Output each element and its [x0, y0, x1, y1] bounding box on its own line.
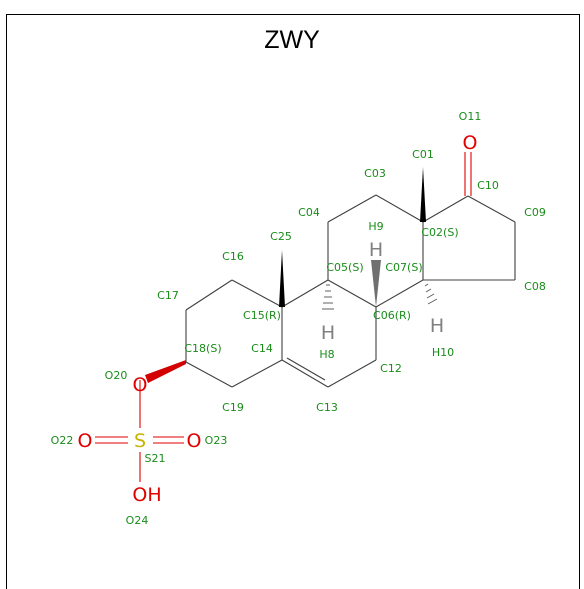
atom-label-c04: C04 — [298, 206, 320, 219]
bond — [231, 279, 283, 308]
atom-label-c09: C09 — [524, 206, 546, 219]
symbol-s21: S — [134, 430, 146, 452]
atom-label-c10: C10 — [477, 179, 499, 192]
wedge-bond — [145, 360, 186, 383]
atom-label-c08: C08 — [524, 280, 546, 293]
atom-label-c02: C02(S) — [421, 226, 458, 239]
molecule-title: ZWY — [264, 26, 320, 54]
bond — [375, 194, 424, 223]
symbol-h8: H — [321, 322, 335, 344]
symbol-o23: O — [187, 430, 202, 452]
atom-label-c01: C01 — [412, 148, 434, 161]
atom-label-c06: C06(R) — [373, 309, 411, 322]
atom-label-h8: H8 — [319, 348, 334, 361]
atom-label-o23: O23 — [205, 434, 228, 447]
element-symbols: O O O S O OH H H H — [78, 132, 478, 506]
symbol-o24: OH — [132, 484, 161, 506]
atom-label-c05: C05(S) — [326, 261, 363, 274]
symbol-h9: H — [369, 239, 383, 261]
atom-label-c25: C25 — [270, 230, 292, 243]
bond — [185, 279, 233, 311]
atom-label-c16: C16 — [222, 250, 244, 263]
canvas-frame — [6, 14, 580, 589]
atom-label-o24: O24 — [126, 514, 149, 527]
bond-layer — [95, 152, 516, 482]
bond — [281, 279, 329, 308]
atom-label-c19: C19 — [222, 401, 244, 414]
atom-label-c13: C13 — [316, 401, 338, 414]
bond — [281, 359, 329, 388]
symbol-o22: O — [78, 430, 93, 452]
bond — [327, 194, 377, 223]
atom-label-c12: C12 — [380, 362, 402, 375]
wedge-bond — [371, 260, 381, 307]
bond — [185, 361, 233, 388]
atom-label-o11: O11 — [459, 110, 482, 123]
atom-label-h9: H9 — [368, 220, 383, 233]
symbol-h10: H — [430, 315, 444, 337]
atom-label-s21: S21 — [145, 452, 166, 465]
bond — [327, 359, 377, 388]
atom-label-c17: C17 — [157, 289, 179, 302]
atom-label-c07: C07(S) — [385, 261, 422, 274]
bond — [422, 195, 469, 223]
atom-label-c18: C18(S) — [184, 342, 221, 355]
bond-double — [286, 357, 326, 381]
bond — [375, 279, 424, 308]
bond — [231, 359, 283, 388]
atom-label-c15: C15(R) — [243, 309, 281, 322]
symbol-o11: O — [463, 132, 478, 154]
atom-label-o22: O22 — [51, 434, 74, 447]
symbol-o20: O — [133, 374, 148, 396]
wedge-bond — [279, 250, 285, 307]
wedge-bond — [420, 167, 426, 222]
atom-label-c03: C03 — [364, 167, 386, 180]
wedge-layer — [145, 167, 426, 383]
atom-label-h10: H10 — [432, 346, 454, 359]
atom-label-o20: O20 — [105, 369, 128, 382]
bond — [467, 195, 516, 223]
hash-layer — [322, 283, 438, 310]
bond — [327, 279, 377, 308]
atom-labels: O11 C01 C10 C03 C04 C09 H9 C02(S) C25 C1… — [51, 110, 546, 527]
atom-label-c14: C14 — [251, 342, 273, 355]
